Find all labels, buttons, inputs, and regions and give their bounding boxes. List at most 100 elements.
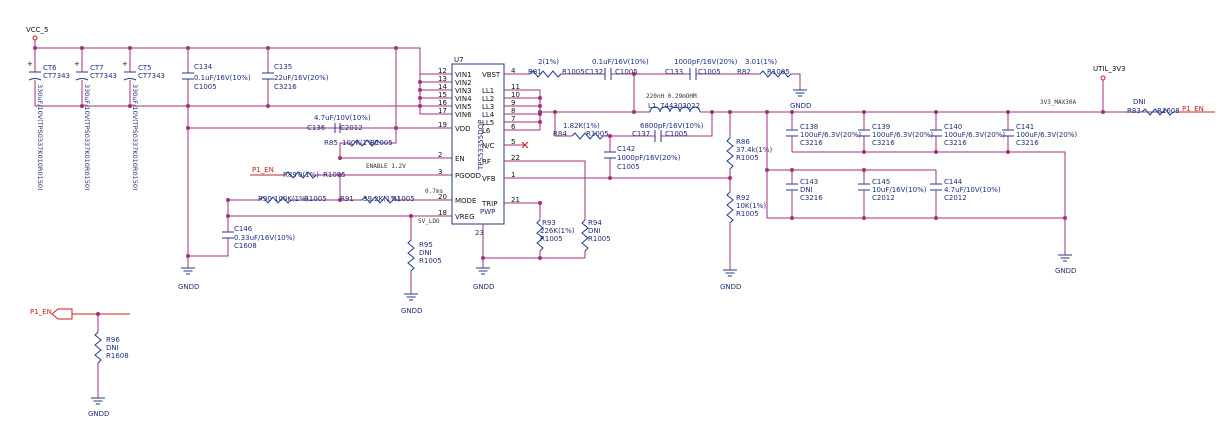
schematic-label: C143 — [800, 178, 818, 186]
schematic-label: 226K(1%) — [540, 227, 575, 235]
schematic-label: C3216 — [1016, 139, 1039, 147]
p1en-hier-port: P1_EN — [30, 308, 73, 320]
pin-number: 17 — [438, 107, 447, 115]
schematic-label: C2012 — [340, 124, 363, 132]
pin-number: 14 — [438, 83, 447, 91]
schematic-label: CT6 — [43, 64, 57, 72]
schematic-label: R86 — [736, 138, 750, 146]
schematic-label: GNDD — [401, 307, 422, 315]
pin-name: RF — [482, 158, 491, 166]
schematic-label: + — [122, 60, 128, 68]
schematic-label: U7 — [454, 56, 464, 64]
cap-ct6: + CT6 CT7343 330uF/10V(TPS0337K010R0150) — [27, 48, 70, 191]
schematic-label: R91 — [340, 195, 354, 203]
schematic-label: P1_EN — [1182, 105, 1204, 113]
schematic-label: 37.4k(1%) — [736, 146, 772, 154]
pin-number: 1 — [511, 171, 515, 179]
schematic-label: C1005 — [665, 130, 688, 138]
pin-name: VIN1 — [455, 71, 472, 79]
pin-number: 15 — [438, 91, 447, 99]
schematic-label: R1005 — [736, 210, 759, 218]
schematic-label: 10uF/16V(10%) — [872, 186, 927, 194]
cap-c135: C135 22uF/16V(20%) C3216 — [262, 48, 329, 106]
schematic-label: R96 — [106, 336, 120, 344]
schematic-label: C1005 — [615, 68, 638, 76]
schematic-label: 100uF/6.3V(20%) — [800, 131, 861, 139]
schematic-label: L1 — [648, 102, 656, 110]
schematic-label: 6800pF/16V(10%) — [640, 122, 704, 130]
schematic-label: 330uF/10V(TPS0337K010R0150) — [83, 84, 91, 191]
schematic-label: C3216 — [872, 139, 895, 147]
schematic-label: R1608 — [106, 352, 129, 360]
schematic-label: CT7343 — [43, 72, 70, 80]
schematic-label: 23 — [475, 229, 484, 237]
pin-number: 21 — [511, 196, 520, 204]
pin-name: VIN4 — [455, 95, 472, 103]
cap-ct5: + CT5 CT7343 330uF/10V(TPS0337K010R0150) — [122, 48, 165, 191]
schematic-label: C3216 — [274, 83, 297, 91]
schematic-label: 4.7uF/10V(10%) — [944, 186, 1001, 194]
schematic-label: TPS53355DQP — [477, 120, 485, 171]
schematic-label: R90 — [258, 195, 272, 203]
pin-number: 8 — [511, 107, 515, 115]
pin-number: 11 — [511, 83, 520, 91]
schematic-label: C1005 — [617, 163, 640, 171]
schematic-label: GNDD — [88, 410, 109, 418]
pin-number: 13 — [438, 75, 447, 83]
schematic-label: DNI — [800, 186, 813, 194]
pin-number: 12 — [438, 67, 447, 75]
pin-name: LL5 — [482, 119, 494, 127]
schematic-label: 0(1%) — [298, 171, 319, 179]
schematic-label: R1005 — [323, 171, 346, 179]
schematic-label: C145 — [872, 178, 890, 186]
pin-name: LL2 — [482, 95, 494, 103]
schematic-label: R85 — [324, 139, 338, 147]
pin-name: LL1 — [482, 87, 494, 95]
cap-c136: 4.7uF/10V(10%) C136 C2012 — [307, 114, 371, 133]
schematic-label: C1608 — [234, 242, 257, 250]
schematic-label: 10K(1%) — [736, 202, 766, 210]
schematic-label: 744303022 — [660, 102, 700, 110]
schematic-label: 330uF/10V(TPS0337K010R0150) — [36, 84, 44, 191]
schematic-label: 100uF/6.3V(20%) — [944, 131, 1005, 139]
schematic-label: R92 — [736, 194, 750, 202]
p1en-net-label: P1_EN — [252, 166, 274, 174]
schematic-label: R89 — [283, 171, 297, 179]
schematic-label: DNI — [106, 344, 119, 352]
pin-name: VIN6 — [455, 111, 472, 119]
schematic-label: CT5 — [138, 64, 152, 72]
schematic-label: GNDD — [473, 283, 494, 291]
schematic-label: + — [74, 60, 80, 68]
schematic-label: CT7 — [90, 64, 104, 72]
schematic-label: 100K(1%) — [274, 195, 309, 203]
gnd-symbol-c134: GNDD — [178, 267, 199, 291]
schematic-label: 3V3_MAX30A — [1040, 99, 1077, 106]
schematic-label: GNDD — [790, 102, 811, 110]
schematic-label: GNDD — [720, 283, 741, 291]
schematic-label: 5V_LDO — [418, 218, 440, 225]
vcc5-net-label: VCC_5 — [26, 26, 49, 41]
pin-name: MODE — [455, 197, 476, 205]
pin-number: 20 — [438, 193, 447, 201]
schematic-label: 220nH 0.29mOHM — [646, 93, 697, 100]
schematic-label: C142 — [617, 145, 635, 153]
schematic-label: DNI — [1133, 98, 1146, 106]
schematic-label: 0.33uF/16V(10%) — [234, 234, 295, 242]
schematic-label: C141 — [1016, 123, 1034, 131]
schematic-label: C144 — [944, 178, 963, 186]
schematic-label: R93 — [542, 219, 556, 227]
pin-name: N/C — [482, 142, 495, 150]
pin-name: TRIP — [481, 200, 497, 208]
ic-u7: U7 TPS53355DQP PWP — [451, 56, 505, 225]
pin-name: VIN3 — [455, 87, 472, 95]
schematic-label: C3216 — [800, 139, 823, 147]
schematic-label: R81 — [528, 68, 542, 76]
schematic-label: C140 — [944, 123, 962, 131]
schematic-label: C146 — [234, 225, 253, 233]
schematic-label: C134 — [194, 63, 213, 71]
pin-number: 18 — [438, 209, 447, 217]
pin-number: 5 — [511, 138, 515, 146]
schematic-label: C2012 — [944, 194, 967, 202]
schematic-label: CT7343 — [138, 72, 165, 80]
schematic-label: R1005 — [370, 139, 393, 147]
